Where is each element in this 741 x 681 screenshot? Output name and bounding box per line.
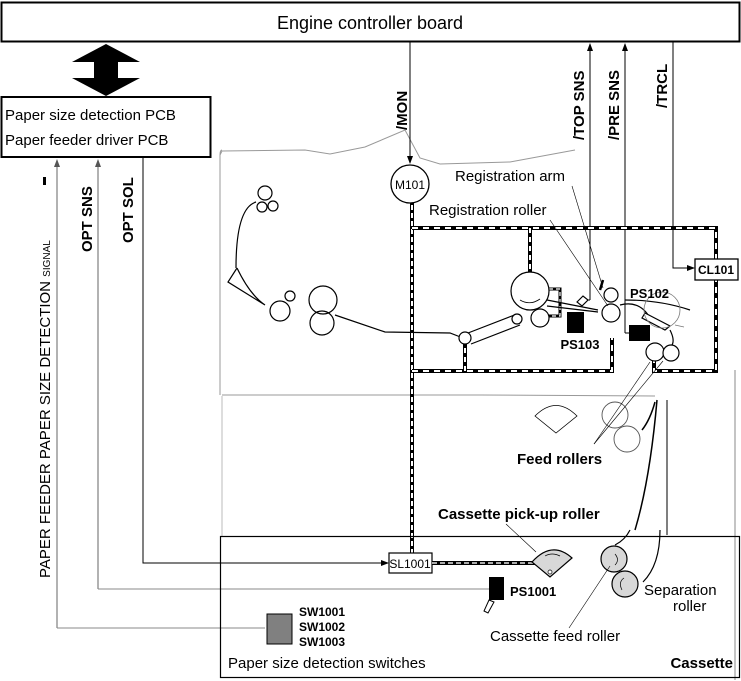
label-ps102: PS102: [630, 286, 669, 301]
signal-label-top-sns: /TOP SNS: [571, 71, 588, 140]
signal-label-trcl: /TRCL: [654, 64, 671, 108]
signal-marker: [43, 177, 46, 185]
callout-cassette-pickup-roller: Cassette pick-up roller: [438, 506, 600, 523]
pcb-box: Paper size detection PCB Paper feeder dr…: [0, 96, 212, 158]
cassette-feed-roller-icon: [600, 545, 628, 573]
pcb-label-paper-size-detection: Paper size detection PCB: [5, 107, 176, 124]
separation-roller-icon: [611, 570, 639, 598]
label-ps1001: PS1001: [510, 584, 556, 599]
trcl-signal-line: [672, 42, 695, 271]
leader-registration-arm: [571, 185, 604, 289]
callout-registration-arm: Registration arm: [455, 168, 565, 185]
leader-cassette-feed-roller: [568, 565, 611, 629]
cassette-paper-path: [614, 529, 661, 583]
paper-path-left: [227, 185, 464, 339]
clutch-cl101: CL101: [694, 258, 739, 281]
solenoid-label: SL1001: [389, 557, 431, 571]
leader-registration-roller: [549, 219, 609, 307]
signal-label-opt-sol: OPT SOL: [120, 177, 137, 243]
callout-cassette: Cassette: [670, 655, 733, 672]
callout-paper-size-switches: Paper size detection switches: [228, 655, 426, 672]
engine-controller-board: Engine controller board: [0, 1, 741, 43]
callout-registration-roller: Registration roller: [429, 202, 547, 219]
label-ps103: PS103: [560, 337, 599, 352]
signal-label-mon: /MON: [394, 91, 411, 130]
drive-frame: [412, 226, 718, 373]
sensor-ps1001-icon: [483, 577, 504, 614]
feed-area: [534, 399, 658, 531]
label-sw1001: SW1001: [299, 605, 345, 619]
callout-separation-roller-1: Separation: [644, 582, 717, 599]
cassette-pickup-roller-icon: [531, 549, 573, 578]
leader-feed-rollers: [593, 360, 664, 445]
cassette-box: [219, 535, 741, 679]
callout-feed-rollers: Feed rollers: [517, 451, 602, 468]
paper-size-switch-icon: [266, 613, 293, 645]
printer-body-outline: [219, 129, 736, 680]
label-sw1003: SW1003: [299, 635, 345, 649]
bidirectional-arrow-icon: [72, 44, 140, 96]
signal-label-pre-sns: /PRE SNS: [606, 70, 623, 140]
signal-label-paper-size-detection: PAPER FEEDER PAPER SIZE DETECTION SIGNAL: [37, 240, 54, 578]
opt-sol-signal-line: [142, 157, 389, 566]
leader-pickup-roller: [505, 523, 537, 553]
callout-separation-roller-2: roller: [673, 598, 706, 615]
solenoid-sl1001: SL1001: [388, 552, 433, 574]
engine-board-title: Engine controller board: [277, 13, 463, 33]
pcb-label-paper-feeder-driver: Paper feeder driver PCB: [5, 132, 168, 149]
motor-label: M101: [395, 178, 425, 192]
motor-m101: M101: [390, 164, 430, 204]
top-signal-lines: [407, 42, 695, 334]
signal-label-opt-sns: OPT SNS: [79, 186, 96, 252]
sensor-ps102-icon: [629, 325, 650, 341]
callout-cassette-feed-roller: Cassette feed roller: [490, 628, 620, 645]
clutch-label: CL101: [698, 263, 734, 277]
left-signal-lines: [54, 157, 490, 629]
registration-section: [458, 271, 691, 362]
sensor-ps103-icon: [567, 312, 584, 333]
label-sw1002: SW1002: [299, 620, 345, 634]
